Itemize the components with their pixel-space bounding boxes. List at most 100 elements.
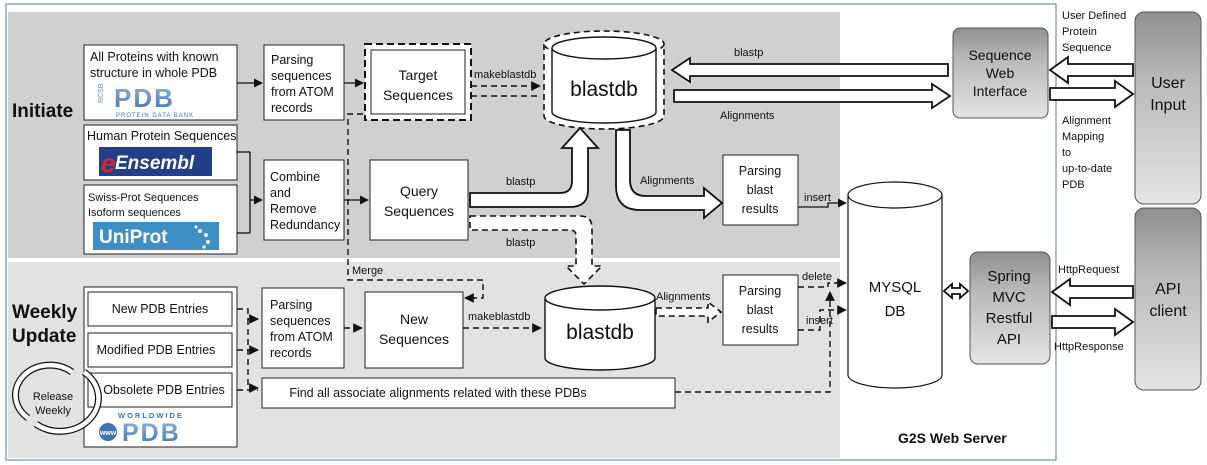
- rcsb-pdb-logo: RCSB PDB PROTEIN DATA BANK: [98, 83, 194, 119]
- release-weekly-cycle: Release Weekly: [12, 361, 102, 435]
- find-assoc-label: Find all associate alignments related wi…: [289, 386, 586, 400]
- source-human-label: Human Protein Sequences: [87, 129, 236, 143]
- label-alignments-web: Alignments: [720, 110, 775, 122]
- query-seq-line-1: Query: [400, 183, 438, 199]
- uniprot-logo: UniProt: [93, 222, 219, 250]
- parse-blast-box-1: [722, 154, 799, 226]
- hollow-arrow-web-to-user: [1049, 79, 1135, 109]
- combine-line-4: Redundancy: [270, 218, 341, 232]
- parse-atom-2-line-1: Parsing: [270, 298, 312, 312]
- ensembl-logo: e Ensembl: [99, 147, 212, 178]
- hollow-arrow-http-request: [1050, 277, 1134, 307]
- new-pdb-entries-label: New PDB Entries: [112, 302, 209, 316]
- spring-mvc-api: [969, 251, 1051, 365]
- label-makeblastdb-1: makeblastdb: [474, 69, 536, 81]
- source-swiss-line-1: Swiss-Prot Sequences: [88, 192, 199, 204]
- label-mapping-3: to: [1062, 147, 1071, 159]
- spring-line-1: Spring: [987, 268, 1030, 285]
- parse-blast-1-line-2: blast: [747, 183, 774, 197]
- user-input-line-1: User: [1151, 75, 1185, 92]
- svg-text:www: www: [99, 430, 117, 437]
- parse-blast-box-2: [722, 274, 799, 346]
- source-pdb-all-line-1: All Proteins with known: [90, 50, 219, 64]
- arrow-modified-to-find: [247, 319, 259, 393]
- parse-blast-1-line-1: Parsing: [739, 164, 781, 178]
- spring-line-2: MVC: [992, 289, 1026, 306]
- source-pdb-all-line-2: structure in whole PDB: [90, 66, 217, 80]
- svg-text:e: e: [101, 148, 115, 178]
- modified-pdb-entries-label: Modified PDB Entries: [97, 343, 216, 357]
- svg-text:UniProt: UniProt: [99, 227, 168, 248]
- seq-web-line-2: Web: [986, 65, 1015, 81]
- seq-web-line-1: Sequence: [968, 47, 1031, 63]
- sequence-web-interface: [952, 27, 1049, 119]
- mysql-db-cylinder: MYSQL DB: [847, 181, 943, 389]
- arrow-insert-2: [798, 305, 847, 331]
- parse-blast-2-line-3: results: [742, 322, 779, 336]
- label-http-request: HttpRequest: [1058, 264, 1119, 276]
- hollow-arrow-user-to-web: [1048, 55, 1134, 85]
- new-pdb-entries-box: [87, 291, 233, 327]
- release-weekly-line-1: Release: [33, 391, 73, 403]
- parse-atom-1-line-2: sequences: [271, 69, 331, 83]
- label-insert-2: insert: [806, 315, 833, 327]
- label-user-defined-2: Protein: [1062, 26, 1097, 38]
- svg-text:PDB: PDB: [122, 419, 181, 447]
- obsolete-pdb-entries-label: Obsolete PDB Entries: [103, 383, 225, 397]
- blastdb-2-label: blastdb: [566, 321, 634, 344]
- query-seq-box: [369, 159, 469, 241]
- parse-atom-1-line-1: Parsing: [271, 53, 313, 67]
- combine-line-2: and: [270, 186, 291, 200]
- svg-text:Ensembl: Ensembl: [115, 153, 195, 174]
- label-http-response: HttpResponse: [1054, 341, 1124, 353]
- combine-line-1: Combine: [270, 170, 320, 184]
- hollow-arrow-db-spring: [942, 282, 970, 300]
- label-merge: Merge: [352, 265, 383, 277]
- parse-blast-2-line-2: blast: [747, 303, 774, 317]
- svg-text:PROTEIN DATA BANK: PROTEIN DATA BANK: [116, 113, 194, 119]
- target-seq-line-2: Sequences: [383, 87, 453, 103]
- new-seq-box: [364, 291, 464, 369]
- user-input-line-2: Input: [1150, 97, 1186, 114]
- new-seq-line-2: Sequences: [379, 331, 449, 347]
- label-mapping-2: Mapping: [1062, 131, 1104, 143]
- label-insert-1: insert: [804, 192, 831, 204]
- label-blastp-web: blastp: [734, 47, 763, 59]
- target-seq-inner: [370, 49, 466, 115]
- modified-pdb-entries-box: [87, 332, 233, 368]
- arrow-delete: [798, 278, 847, 288]
- weekly-label-line-2: Update: [12, 326, 76, 347]
- label-alignments-2: Alignments: [656, 291, 711, 303]
- label-makeblastdb-2: makeblastdb: [468, 311, 530, 323]
- blastdb-1-label: blastdb: [570, 78, 638, 101]
- label-mapping-4: up-to-date: [1062, 163, 1112, 175]
- parse-atom-1-line-3: from ATOM: [271, 85, 334, 99]
- wwpdb-logo: WORLDWIDE www PDB: [99, 411, 182, 447]
- spring-line-4: API: [997, 331, 1021, 348]
- source-pdb-all: [83, 44, 238, 121]
- label-mapping-5: PDB: [1062, 179, 1085, 191]
- label-blastp-query: blastp: [506, 176, 535, 188]
- parse-atom-1-line-4: records: [271, 101, 313, 115]
- user-input: [1134, 11, 1202, 205]
- target-seq-line-1: Target: [399, 67, 438, 83]
- label-user-defined-3: Sequence: [1062, 42, 1112, 54]
- parse-atom-2-line-3: from ATOM: [270, 330, 333, 344]
- svg-text:RCSB: RCSB: [98, 83, 105, 103]
- new-seq-line-1: New: [400, 311, 429, 327]
- weekly-label-line-1: Weekly: [12, 302, 78, 323]
- blastdb-cylinder-2: blastdb: [544, 285, 656, 371]
- hollow-arrow-blastdb-to-parse: [615, 129, 724, 220]
- query-seq-line-2: Sequences: [384, 203, 454, 219]
- label-mapping-1: Alignment: [1062, 115, 1111, 127]
- label-delete: delete: [802, 271, 832, 283]
- combine-line-3: Remove: [270, 202, 317, 216]
- parse-blast-2-line-1: Parsing: [739, 284, 781, 298]
- server-frame: [5, 3, 1057, 461]
- label-user-defined-1: User Defined: [1062, 10, 1126, 22]
- parse-atom-2-line-4: records: [270, 346, 312, 360]
- label-blastp-down: blastp: [506, 237, 535, 249]
- spring-line-3: Restful: [986, 310, 1033, 327]
- svg-text:PDB: PDB: [114, 83, 175, 113]
- hollow-arrow-alignments-web: [673, 82, 952, 110]
